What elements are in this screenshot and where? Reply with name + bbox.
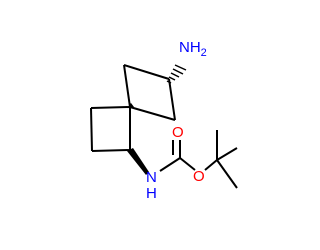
nh-n-label: N <box>146 169 157 186</box>
bond-tbu-down <box>216 159 238 189</box>
bond-n-to-carbonyl-c <box>159 157 181 172</box>
nh-h-label: H <box>146 185 157 202</box>
bond-c-bottom-left-to-c-nh <box>91 149 131 152</box>
ester-oxygen-label: O <box>193 168 205 185</box>
bond-carbonyl-c-to-ester-o <box>179 157 196 171</box>
bond-c-top-to-c-left <box>123 64 170 80</box>
nh2-label: NH2 <box>179 39 207 59</box>
bond-c-left-to-spiro <box>123 64 131 108</box>
solid-wedge-bond-to-nh <box>127 148 149 175</box>
molecule-structure: NH2 N H O O <box>90 39 238 202</box>
solid-wedge-spiro <box>128 103 134 107</box>
bond-c-top-to-c-right <box>168 78 176 121</box>
bond-c-right-to-spiro <box>129 106 176 121</box>
bond-ester-o-to-quaternary-c <box>204 159 218 171</box>
carbonyl-oxygen-label: O <box>172 124 184 141</box>
bond-tbu-right <box>216 147 238 161</box>
bond-spiro-to-c-lower-left <box>90 106 131 109</box>
bond-c-lower-left-to-c-bottom-left <box>90 107 93 152</box>
hashed-wedge-bond-to-nh2 <box>166 64 187 84</box>
